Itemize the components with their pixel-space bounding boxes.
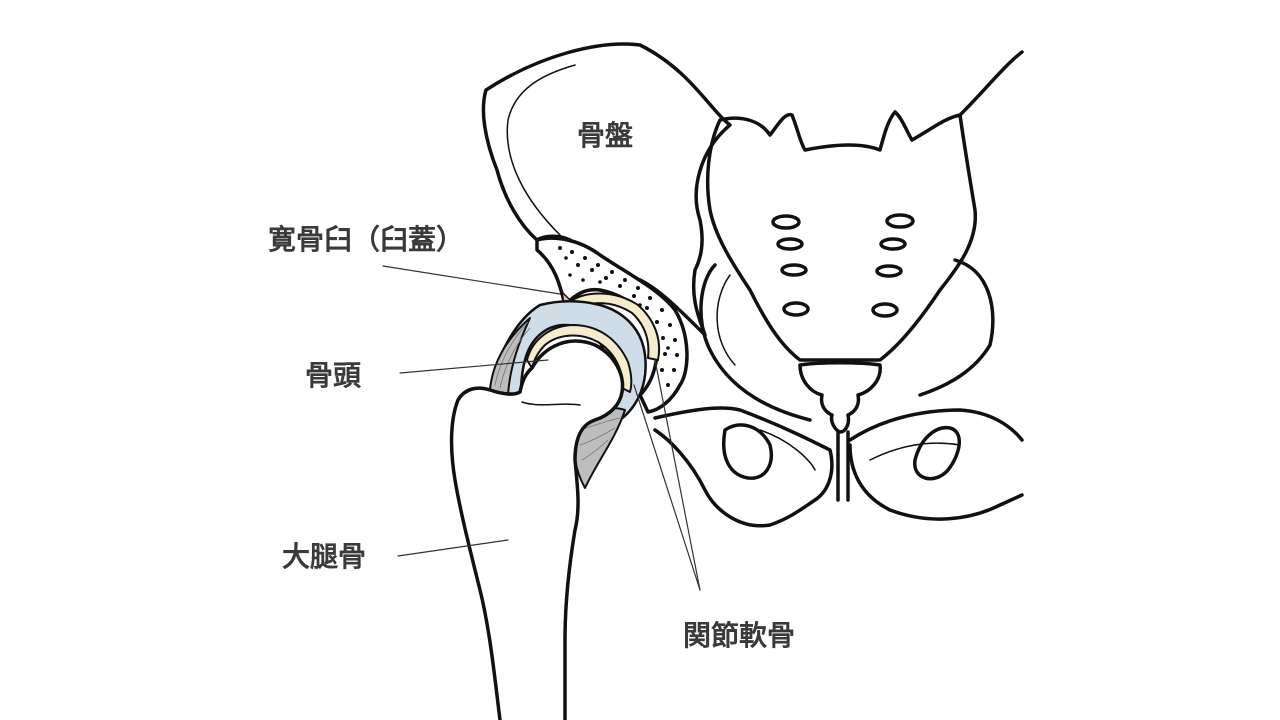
sacral-foramen [782,301,810,317]
label-femoral-head: 骨頭 [305,359,362,392]
femoral-head-cartilage [526,324,633,393]
acetabulum-bone [535,236,689,414]
pubic-symphysis [836,430,850,502]
right-obturator-foramen [913,425,961,481]
label-articular-cartilage: 関節軟骨 [683,619,796,652]
sacral-foramen [871,302,899,318]
pubic-line [759,429,816,471]
spongy-bone-dots [558,246,679,387]
pubic-ramus-left [653,406,834,528]
capsule-fiber-lines [494,321,621,461]
femur-neck-line [521,401,581,406]
sacrum-outline [705,110,978,362]
leader-acetabulum [382,265,561,295]
pubic-ramus-right [848,408,1024,521]
sacral-foramen [885,213,915,229]
sacral-foramen [875,264,903,278]
sacral-foramen [780,263,808,277]
right-ilium-edge [958,50,1024,117]
leader-cartilage-1 [633,384,701,591]
label-pelvis: 骨盤 [577,119,634,152]
label-femur: 大腿骨 [282,540,367,573]
femur-outline [449,339,625,720]
left-obturator-foramen [722,423,773,480]
leader-femur [397,539,509,557]
label-acetabulum: 寛骨臼（臼蓋） [268,223,465,256]
leader-cartilage-2 [654,359,701,591]
right-ilium-lower [918,258,995,397]
capsule-fibers-left [489,317,531,396]
left-pelvic-ring [699,263,812,422]
pubic-line-right [869,442,961,461]
leader-lines [382,265,701,591]
sacral-foramen [879,237,907,251]
left-pelvic-ring-inner [716,274,736,366]
coccyx-outline [798,361,882,434]
ilium-inner-line [506,64,576,236]
leader-femoral-head [399,359,549,374]
sacral-foramen [776,237,804,251]
sacral-foramen [771,214,801,230]
acetabular-cartilage [567,292,661,361]
